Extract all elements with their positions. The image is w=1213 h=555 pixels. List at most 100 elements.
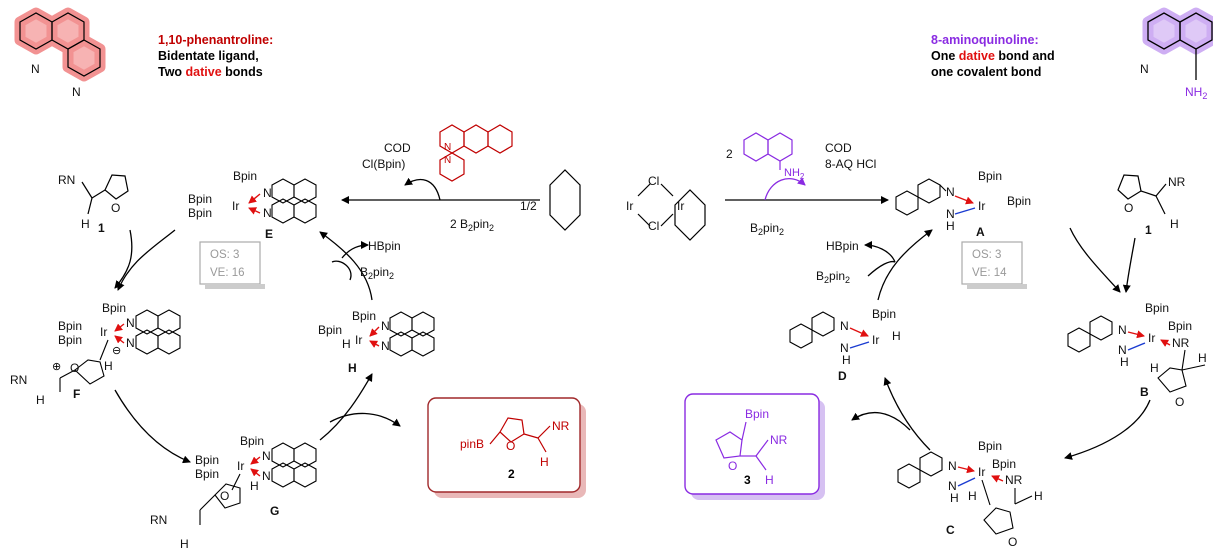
G-h2: H — [180, 537, 189, 551]
B-h3: H — [1198, 351, 1207, 365]
intermediate-E: Ir Bpin Bpin Bpin N N E — [188, 169, 317, 241]
B-bpin-top: Bpin — [1145, 301, 1169, 315]
ir-right-label: Ir — [677, 199, 684, 213]
phenanthroline-ligand-structure: N N — [14, 7, 106, 99]
E-n2: N — [263, 206, 272, 220]
aq-n-label: N — [1140, 62, 1149, 76]
intermediate-H: Bpin Bpin Ir H N N H — [318, 309, 435, 375]
E-ir: Ir — [232, 199, 239, 213]
C-bpin-right: Bpin — [992, 457, 1016, 471]
C-label: C — [946, 523, 955, 537]
right-release-cod: COD — [825, 141, 852, 155]
E-label: E — [265, 227, 273, 241]
intermediate-A: Bpin Ir Bpin N N H A — [895, 169, 1031, 239]
G-h: H — [250, 479, 259, 493]
C-n: N — [948, 459, 957, 473]
product-3-box: Bpin O NR H 3 — [684, 393, 825, 500]
phen-desc-line-3: Two dative bonds — [158, 65, 263, 79]
intermediate-F: Bpin Ir Bpin Bpin N N ⊖ ⊕ O H RN H F — [10, 301, 181, 407]
phen-n1-label: N — [31, 62, 40, 76]
A-n: N — [946, 185, 955, 199]
D-ir: Ir — [872, 333, 879, 347]
left-sub-h: H — [81, 217, 90, 231]
phen-title: 1,10-phenantroline: — [158, 33, 273, 47]
aq-desc-line-2: one covalent bond — [931, 65, 1041, 79]
product-2-o: O — [506, 439, 515, 453]
B-label: B — [1140, 385, 1149, 399]
product-3-label: 3 — [744, 473, 751, 487]
intermediate-B: Bpin Bpin Ir N N H NR H H O B — [1067, 301, 1207, 409]
C-bpin-top: Bpin — [978, 439, 1002, 453]
product-2-box: pinB O NR H 2 — [427, 397, 586, 498]
arrow-H-to-E — [319, 231, 373, 301]
G-o: O — [220, 489, 229, 503]
product-2-h: H — [540, 455, 549, 469]
B-bpin-right: Bpin — [1168, 319, 1192, 333]
left-sub-label: 1 — [98, 221, 105, 235]
G-n1: N — [262, 449, 271, 463]
aq-nh2-label: NH2 — [1185, 85, 1207, 101]
product-3-o: O — [728, 459, 737, 473]
A-label: A — [976, 225, 985, 239]
E-bpin-top: Bpin — [233, 169, 257, 183]
E-bpin-2: Bpin — [188, 206, 212, 220]
C-ir: Ir — [978, 465, 985, 479]
ir-left-label: Ir — [626, 199, 633, 213]
aq-coefficient: 2 — [726, 147, 733, 161]
phen-desc-line-2: Bidentate ligand, — [158, 49, 259, 63]
left-ve: VE: 16 — [210, 267, 245, 279]
arrow-B-to-C — [1064, 399, 1151, 460]
arrow-substrate-left — [117, 229, 176, 291]
F-ir: Ir — [100, 325, 107, 339]
product-3-bpin: Bpin — [745, 407, 769, 421]
G-n2: N — [262, 469, 271, 483]
C-o: O — [1008, 535, 1017, 549]
phen-reagent-n2: N — [444, 155, 451, 166]
B-h2: H — [1150, 361, 1159, 375]
right-hbpin: HBpin — [826, 239, 859, 253]
arrow-A-to-B — [1069, 227, 1121, 293]
C-nh: N — [948, 479, 957, 493]
G-ir: Ir — [237, 459, 244, 473]
B-n: N — [1118, 323, 1127, 337]
A-bpin-right: Bpin — [1007, 194, 1031, 208]
arrow-substrate-right — [1122, 237, 1136, 293]
right-sub-nr: NR — [1168, 175, 1186, 189]
C-h: H — [950, 491, 959, 505]
left-os: OS: 3 — [210, 249, 239, 261]
product-2-nr: NR — [552, 419, 570, 433]
F-n2: N — [126, 336, 135, 350]
C-h2: H — [1034, 489, 1043, 503]
C-h-ir: H — [968, 489, 977, 503]
left-release-clbpin: Cl(Bpin) — [362, 157, 405, 171]
E-n1: N — [263, 186, 272, 200]
D-nh: N — [840, 341, 849, 355]
arrow-C-to-D — [883, 377, 931, 451]
phen-reagent — [439, 124, 513, 182]
arrow-release-2 — [329, 412, 401, 427]
F-plus: ⊕ — [52, 361, 61, 373]
arrow-hbpin-out-right — [864, 241, 896, 263]
intermediate-D: Bpin Ir H N N H D — [789, 307, 901, 383]
G-bpin-2: Bpin — [195, 467, 219, 481]
F-minus: ⊖ — [112, 345, 121, 357]
H-bpin-top: Bpin — [352, 309, 376, 323]
phen-reagent-n1: N — [444, 142, 451, 153]
B-nr: NR — [1172, 336, 1190, 350]
A-ir: Ir — [978, 199, 985, 213]
product-3-h: H — [765, 473, 774, 487]
aq-reagent — [743, 132, 793, 170]
right-b2pin2-reagent: B2pin2 — [750, 221, 784, 237]
product-3-nr: NR — [770, 433, 788, 447]
right-sub-o: O — [1124, 201, 1133, 215]
aminoquinoline-ligand-structure: N NH2 — [1140, 7, 1213, 101]
H-ir: Ir — [355, 333, 362, 347]
arrow-G-to-H — [319, 373, 373, 441]
D-label: D — [838, 369, 847, 383]
F-h2: H — [36, 393, 45, 407]
aq-title: 8-aminoquinoline: — [931, 33, 1039, 47]
G-bpin-1: Bpin — [195, 453, 219, 467]
B-nh: N — [1118, 343, 1127, 357]
G-label: G — [270, 504, 279, 518]
